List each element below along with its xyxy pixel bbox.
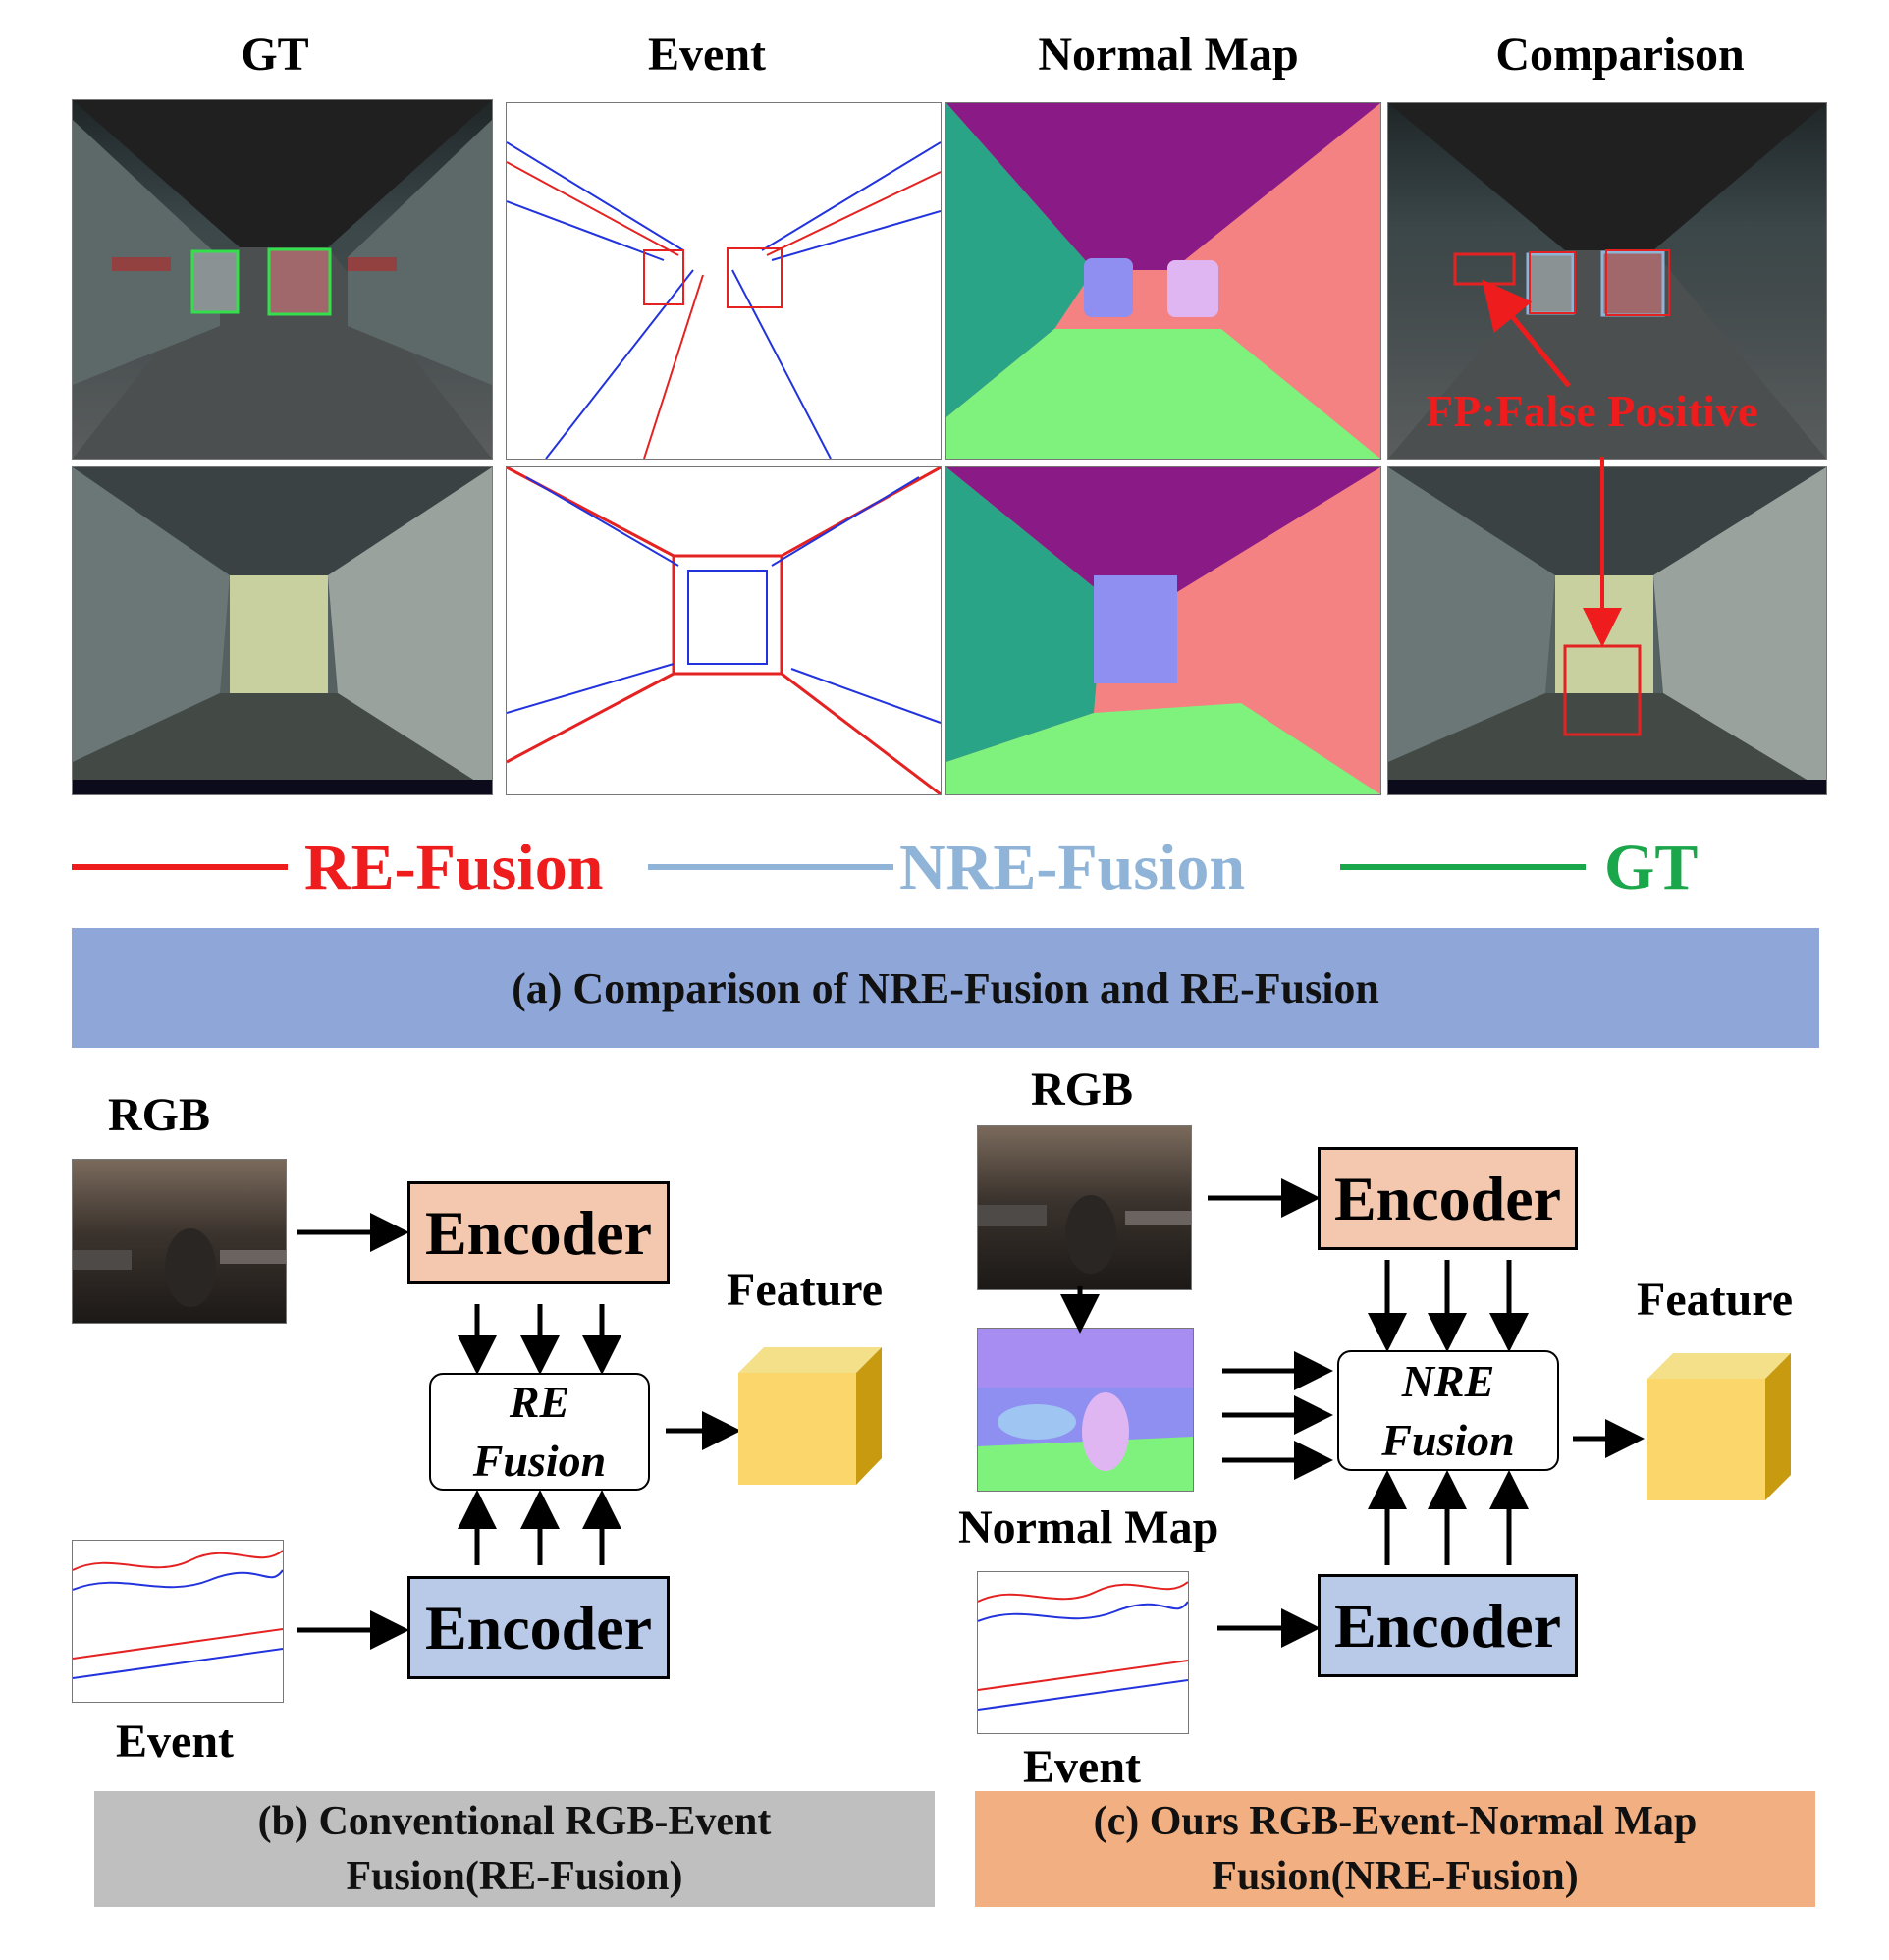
legend-line-gt (1340, 864, 1586, 870)
column-title-event: Event (648, 28, 766, 81)
caption-a: (a) Comparison of NRE-Fusion and RE-Fusi… (72, 928, 1819, 1048)
normal-map-image-2 (945, 466, 1381, 795)
column-title-gt: GT (241, 28, 309, 81)
gt-scene-2 (73, 467, 492, 794)
event-lines-2 (507, 467, 941, 794)
c-normal-map-image (977, 1328, 1194, 1492)
c-event-scene (978, 1581, 1188, 1711)
c-rgb-scene (978, 1195, 1191, 1274)
c-normal-map-label: Normal Map (958, 1501, 1219, 1553)
b-feature-label: Feature (727, 1264, 884, 1316)
event-image-1 (506, 102, 942, 460)
caption-c-line1: (c) Ours RGB-Event-Normal Map (1093, 1799, 1698, 1844)
event-image-2 (506, 466, 942, 795)
normal-scene-1 (946, 103, 1380, 459)
c-rgb-label: RGB (1031, 1063, 1134, 1116)
c-encoder-event: Encoder (1318, 1574, 1578, 1677)
c-normal-scene (978, 1329, 1193, 1491)
legend-label-nre: NRE-Fusion (899, 832, 1246, 903)
c-event-label: Event (1023, 1741, 1141, 1793)
b-encoder-rgb: Encoder (407, 1181, 670, 1284)
gt-tunnel-image-1 (72, 99, 493, 460)
b-event-image (72, 1540, 284, 1703)
column-title-normal-map: Normal Map (1038, 28, 1299, 81)
caption-c-line2: Fusion(NRE-Fusion) (1212, 1854, 1579, 1899)
gt-scene-1 (73, 100, 492, 459)
gt-tunnel-image-2 (72, 466, 493, 795)
column-title-comparison: Comparison (1495, 28, 1745, 81)
b-fusion-line2: Fusion (472, 1436, 607, 1486)
b-fusion-line1: RE (509, 1377, 570, 1427)
b-event-scene (73, 1550, 283, 1679)
comparison-scene-2 (1388, 467, 1826, 794)
comparison-image-2 (1387, 466, 1827, 795)
b-rgb-image (72, 1159, 287, 1324)
legend-line-re (72, 864, 288, 870)
caption-b-line2: Fusion(RE-Fusion) (346, 1854, 683, 1899)
c-rgb-image (977, 1125, 1192, 1290)
c-fusion-line2: Fusion (1381, 1414, 1515, 1465)
caption-a-text: (a) Comparison of NRE-Fusion and RE-Fusi… (512, 963, 1379, 1012)
comparison-image-1 (1387, 102, 1827, 460)
legend-line-nre (648, 864, 893, 870)
fp-annotation-label: FP:False Positive (1426, 386, 1758, 436)
b-rgb-scene (73, 1228, 286, 1307)
legend-label-re: RE-Fusion (304, 832, 604, 903)
b-rgb-label: RGB (108, 1089, 211, 1141)
caption-b: (b) Conventional RGB-Event Fusion(RE-Fus… (94, 1791, 935, 1907)
event-lines-1 (507, 141, 941, 459)
c-nre-fusion-block: NRE Fusion (1337, 1350, 1559, 1471)
c-event-image (977, 1571, 1189, 1734)
c-fusion-line1: NRE (1401, 1355, 1495, 1406)
normal-scene-2 (946, 467, 1380, 794)
legend-label-gt: GT (1604, 832, 1699, 903)
c-encoder-rgb: Encoder (1318, 1147, 1578, 1250)
caption-b-line1: (b) Conventional RGB-Event (257, 1799, 772, 1844)
c-feature-label: Feature (1637, 1274, 1794, 1326)
b-event-label: Event (116, 1715, 234, 1768)
caption-c: (c) Ours RGB-Event-Normal Map Fusion(NRE… (975, 1791, 1815, 1907)
normal-map-image-1 (945, 102, 1381, 460)
comparison-scene-1 (1388, 103, 1826, 459)
